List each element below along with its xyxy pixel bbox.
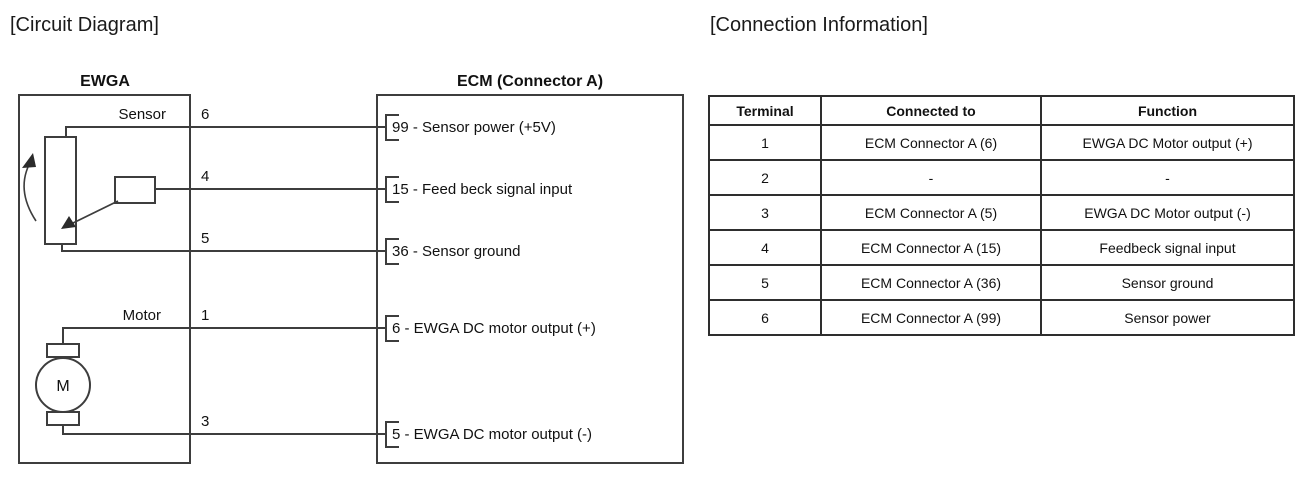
connected-to-cell: ECM Connector A (15) [820, 229, 1042, 266]
ecm-pin-6-label: 6 - EWGA DC motor output (+) [392, 320, 596, 337]
circuit-diagram: EWGA ECM (Connector A) [18, 73, 684, 464]
terminal-label-1: 1 [201, 307, 209, 324]
table-header-row: Terminal Connected to Function [708, 95, 1295, 126]
pin-bracket-icon [385, 238, 399, 265]
terminal-cell: 2 [708, 159, 822, 196]
wire-terminal1-pin6 [62, 327, 386, 344]
ecm-pin-99-label: 99 - Sensor power (+5V) [392, 119, 556, 136]
ewga-box-title: EWGA [80, 73, 130, 90]
terminal-cell: 5 [708, 264, 822, 301]
function-cell: - [1040, 159, 1295, 196]
terminal-cell: 1 [708, 124, 822, 161]
ewga-box [18, 94, 191, 464]
motor-label: Motor [123, 307, 161, 324]
pin-bracket-icon [385, 315, 399, 342]
connected-to-cell: ECM Connector A (99) [820, 299, 1042, 336]
wire-terminal5-pin36 [61, 244, 386, 252]
ecm-pin-5-label: 5 - EWGA DC motor output (-) [392, 426, 592, 443]
pin-bracket-icon [385, 176, 399, 203]
table-row: 2 - - [708, 159, 1295, 196]
connection-info-heading: [Connection Information] [710, 14, 928, 36]
table-row: 4 ECM Connector A (15) Feedbeck signal i… [708, 229, 1295, 266]
function-cell: EWGA DC Motor output (-) [1040, 194, 1295, 231]
connected-to-cell: ECM Connector A (6) [820, 124, 1042, 161]
motor-icon: M [35, 343, 91, 426]
table-row: 6 ECM Connector A (99) Sensor power [708, 299, 1295, 336]
terminal-label-6: 6 [201, 106, 209, 123]
ecm-pin-36-label: 36 - Sensor ground [392, 243, 520, 260]
function-header: Function [1040, 95, 1295, 126]
connected-to-cell: ECM Connector A (36) [820, 264, 1042, 301]
pin-bracket-icon [385, 421, 399, 448]
wire-terminal6-pin99 [65, 126, 386, 137]
sensor-label: Sensor [118, 106, 166, 123]
function-cell: Sensor power [1040, 299, 1295, 336]
connection-table: Terminal Connected to Function 1 ECM Con… [708, 95, 1295, 336]
wire-terminal3-pin5 [62, 425, 386, 435]
terminal-label-3: 3 [201, 413, 209, 430]
connected-to-cell: - [820, 159, 1042, 196]
function-cell: Feedbeck signal input [1040, 229, 1295, 266]
connected-to-header: Connected to [820, 95, 1042, 126]
connected-to-cell: ECM Connector A (5) [820, 194, 1042, 231]
table-row: 5 ECM Connector A (36) Sensor ground [708, 264, 1295, 301]
ecm-box-title: ECM (Connector A) [457, 73, 603, 90]
terminal-cell: 3 [708, 194, 822, 231]
ecm-box [376, 94, 684, 464]
wiper-icon [114, 176, 156, 204]
terminal-header: Terminal [708, 95, 822, 126]
potentiometer-icon [44, 136, 77, 245]
function-cell: Sensor ground [1040, 264, 1295, 301]
table-row: 1 ECM Connector A (6) EWGA DC Motor outp… [708, 124, 1295, 161]
terminal-cell: 4 [708, 229, 822, 266]
rotation-arrow-icon [22, 153, 37, 222]
pin-bracket-icon [385, 114, 399, 141]
terminal-cell: 6 [708, 299, 822, 336]
wiper-arrow-icon [61, 200, 119, 229]
table-row: 3 ECM Connector A (5) EWGA DC Motor outp… [708, 194, 1295, 231]
function-cell: EWGA DC Motor output (+) [1040, 124, 1295, 161]
terminal-label-4: 4 [201, 168, 209, 185]
motor-symbol-letter: M [56, 378, 69, 395]
ecm-pin-15-label: 15 - Feed beck signal input [392, 181, 573, 198]
terminal-label-5: 5 [201, 230, 209, 247]
circuit-diagram-heading: [Circuit Diagram] [10, 14, 159, 36]
